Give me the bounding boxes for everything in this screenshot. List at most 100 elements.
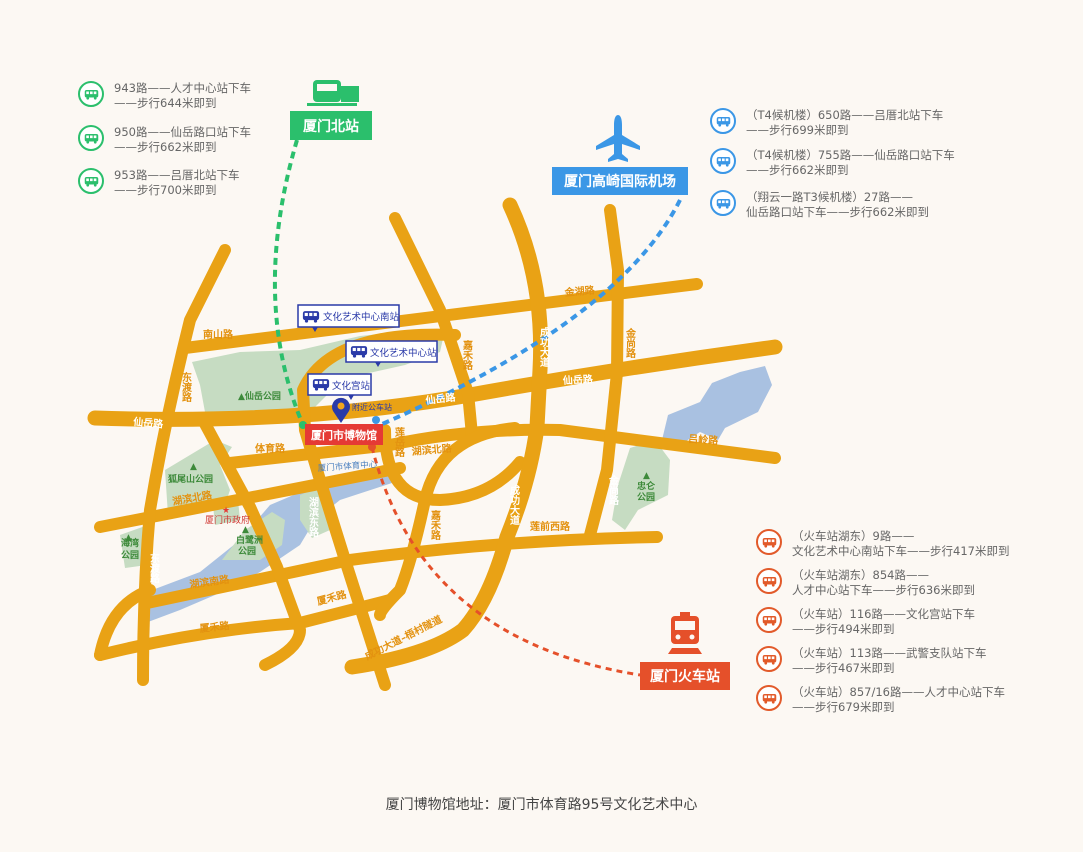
route-line1: （火车站湖东）854路—— [792, 568, 929, 582]
bus-icon [756, 685, 782, 711]
route-line-train-station [370, 446, 641, 677]
road-label: 仙岳路 [425, 390, 457, 407]
bus-icon [710, 148, 736, 174]
star-icon: ★ [222, 506, 230, 516]
park-huweishan [165, 440, 232, 515]
route-item: （火车站湖东）9路——文化艺术中心南站下车——步行417米即到 [756, 529, 1009, 559]
park-label: 忠仑 [637, 480, 656, 492]
bus-stop-name: 文化宫站 [332, 380, 371, 392]
roads [87, 197, 783, 691]
route-item: 950路——仙岳路口站下车——步行662米即到 [78, 125, 251, 155]
bus-icon [756, 646, 782, 672]
road-label: 东渡路 [148, 552, 160, 584]
park-label: 公园 [121, 550, 139, 561]
museum-marker[interactable]: 厦门市博物馆 [305, 424, 383, 445]
road-label: 嘉禾路 [461, 339, 474, 371]
road-label: 金尚路 [624, 327, 637, 359]
route-line2: ——步行662米即到 [746, 163, 849, 177]
park-zhonglun [612, 440, 670, 530]
tree-icon: ▲ [190, 462, 197, 472]
road-label: 金湖路 [563, 283, 596, 299]
route-line1: 943路——人才中心站下车 [114, 81, 251, 95]
route-item: 943路——人才中心站下车——步行644米即到 [78, 81, 251, 111]
bus-stop-callout[interactable]: 文化艺术中心南站 [297, 304, 400, 332]
road-label: 成功大道 [538, 326, 550, 368]
route-line1: （T4候机楼）650路——吕厝北站下车 [746, 108, 944, 122]
route-line2: ——步行662米即到 [114, 140, 217, 154]
route-line1: （火车站）113路——武警支队站下车 [792, 646, 987, 660]
route-line1: （火车站湖东）9路—— [792, 529, 915, 543]
route-line2: ——步行679米即到 [792, 700, 895, 714]
road-label: 莲前西路 [530, 520, 571, 533]
road-label: 湖滨北路 [411, 441, 453, 458]
road-label: 南山路 [203, 328, 234, 341]
park-label: ▲仙岳公园 [238, 390, 281, 402]
route-item: （T4候机楼）650路——吕厝北站下车——步行699米即到 [710, 108, 943, 138]
park-label: 白鹭洲 [236, 534, 263, 546]
route-line2: 人才中心站下车——步行636米即到 [792, 583, 975, 597]
gov-label: 厦门市政府 [205, 514, 250, 526]
road-label: 金尚路 [607, 474, 620, 506]
airplane-icon [596, 115, 640, 162]
route-line2: 文化艺术中心南站下车——步行417米即到 [792, 544, 1010, 558]
route-item: （火车站）113路——武警支队站下车——步行467米即到 [756, 646, 986, 676]
road-label: 成功大道 [508, 484, 520, 526]
train-icon [307, 80, 359, 106]
route-line1: （T4候机楼）755路——仙岳路口站下车 [746, 148, 955, 162]
north-station-label: 厦门北站 [290, 111, 372, 140]
route-line2: ——步行644米即到 [114, 96, 217, 110]
route-line2: 仙岳路口站下车——步行662米即到 [746, 205, 929, 219]
sports-center-label: 厦门市体育中心 [317, 459, 378, 474]
tree-icon: ▲ [242, 525, 249, 535]
bus-icon [756, 607, 782, 633]
route-line1: 950路——仙岳路口站下车 [114, 125, 251, 139]
route-item: （火车站）857/16路——人才中心站下车——步行679米即到 [756, 685, 1005, 715]
route-line1: （翔云一路T3候机楼）27路—— [746, 190, 913, 204]
route-line1: （火车站）116路——文化宫站下车 [792, 607, 975, 621]
route-item: （翔云一路T3候机楼）27路——仙岳路口站下车——步行662米即到 [710, 190, 929, 220]
train-station-label: 厦门火车站 [640, 662, 730, 690]
bus-icon [756, 529, 782, 555]
road-label: 体育路 [255, 442, 286, 455]
tree-icon: ▲ [238, 392, 245, 402]
bus-icon [756, 568, 782, 594]
airport-label: 厦门高崎国际机场 [552, 167, 688, 195]
park-label: 公园 [637, 492, 655, 503]
road-label: 湖滨东路 [307, 496, 319, 538]
route-line1: （火车站）857/16路——人才中心站下车 [792, 685, 1005, 699]
train-icon [668, 612, 702, 654]
road-label: 东渡路 [180, 371, 192, 403]
road-label: 厦禾路 [315, 587, 348, 608]
route-line2: ——步行699米即到 [746, 123, 849, 137]
east-lake [662, 366, 772, 445]
tree-icon: ▲ [125, 533, 132, 543]
museum-label: 厦门市博物馆 [311, 428, 377, 442]
route-line1: 953路——吕厝北站下车 [114, 168, 240, 182]
route-line-north-station [272, 139, 305, 426]
airport-route-end [372, 416, 380, 424]
park-label: 狐尾山公园 [168, 473, 213, 485]
bus-stop-callout[interactable]: 文化宫站 [307, 373, 372, 400]
bus-icon [78, 125, 104, 151]
tree-icon: ▲ [643, 471, 650, 481]
park-label: 海湾 [121, 537, 139, 549]
bus-stop-name: 文化艺术中心站 [370, 347, 437, 359]
road-label: 嘉禾路 [429, 509, 442, 541]
bus-icon [710, 190, 736, 216]
nearby-stop-label: 附近公车站 [352, 402, 392, 412]
route-item: （T4候机楼）755路——仙岳路口站下车——步行662米即到 [710, 148, 955, 178]
road-label: 吕岭路 [688, 432, 720, 447]
route-line2: ——步行467米即到 [792, 661, 895, 675]
bus-stop-name: 文化艺术中心南站 [323, 311, 400, 323]
bus-stop-callout[interactable]: 文化艺术中心站 [345, 340, 438, 367]
road-label: 厦禾路 [199, 619, 231, 635]
road-label: 仙岳路 [562, 372, 594, 387]
route-line2: ——步行700米即到 [114, 183, 217, 197]
route-line2: ——步行494米即到 [792, 622, 895, 636]
park-label: 公园 [238, 546, 256, 557]
bus-icon [710, 108, 736, 134]
bus-icon [78, 81, 104, 107]
location-pin-icon [332, 397, 350, 423]
route-item: （火车站）116路——文化宫站下车——步行494米即到 [756, 607, 975, 637]
